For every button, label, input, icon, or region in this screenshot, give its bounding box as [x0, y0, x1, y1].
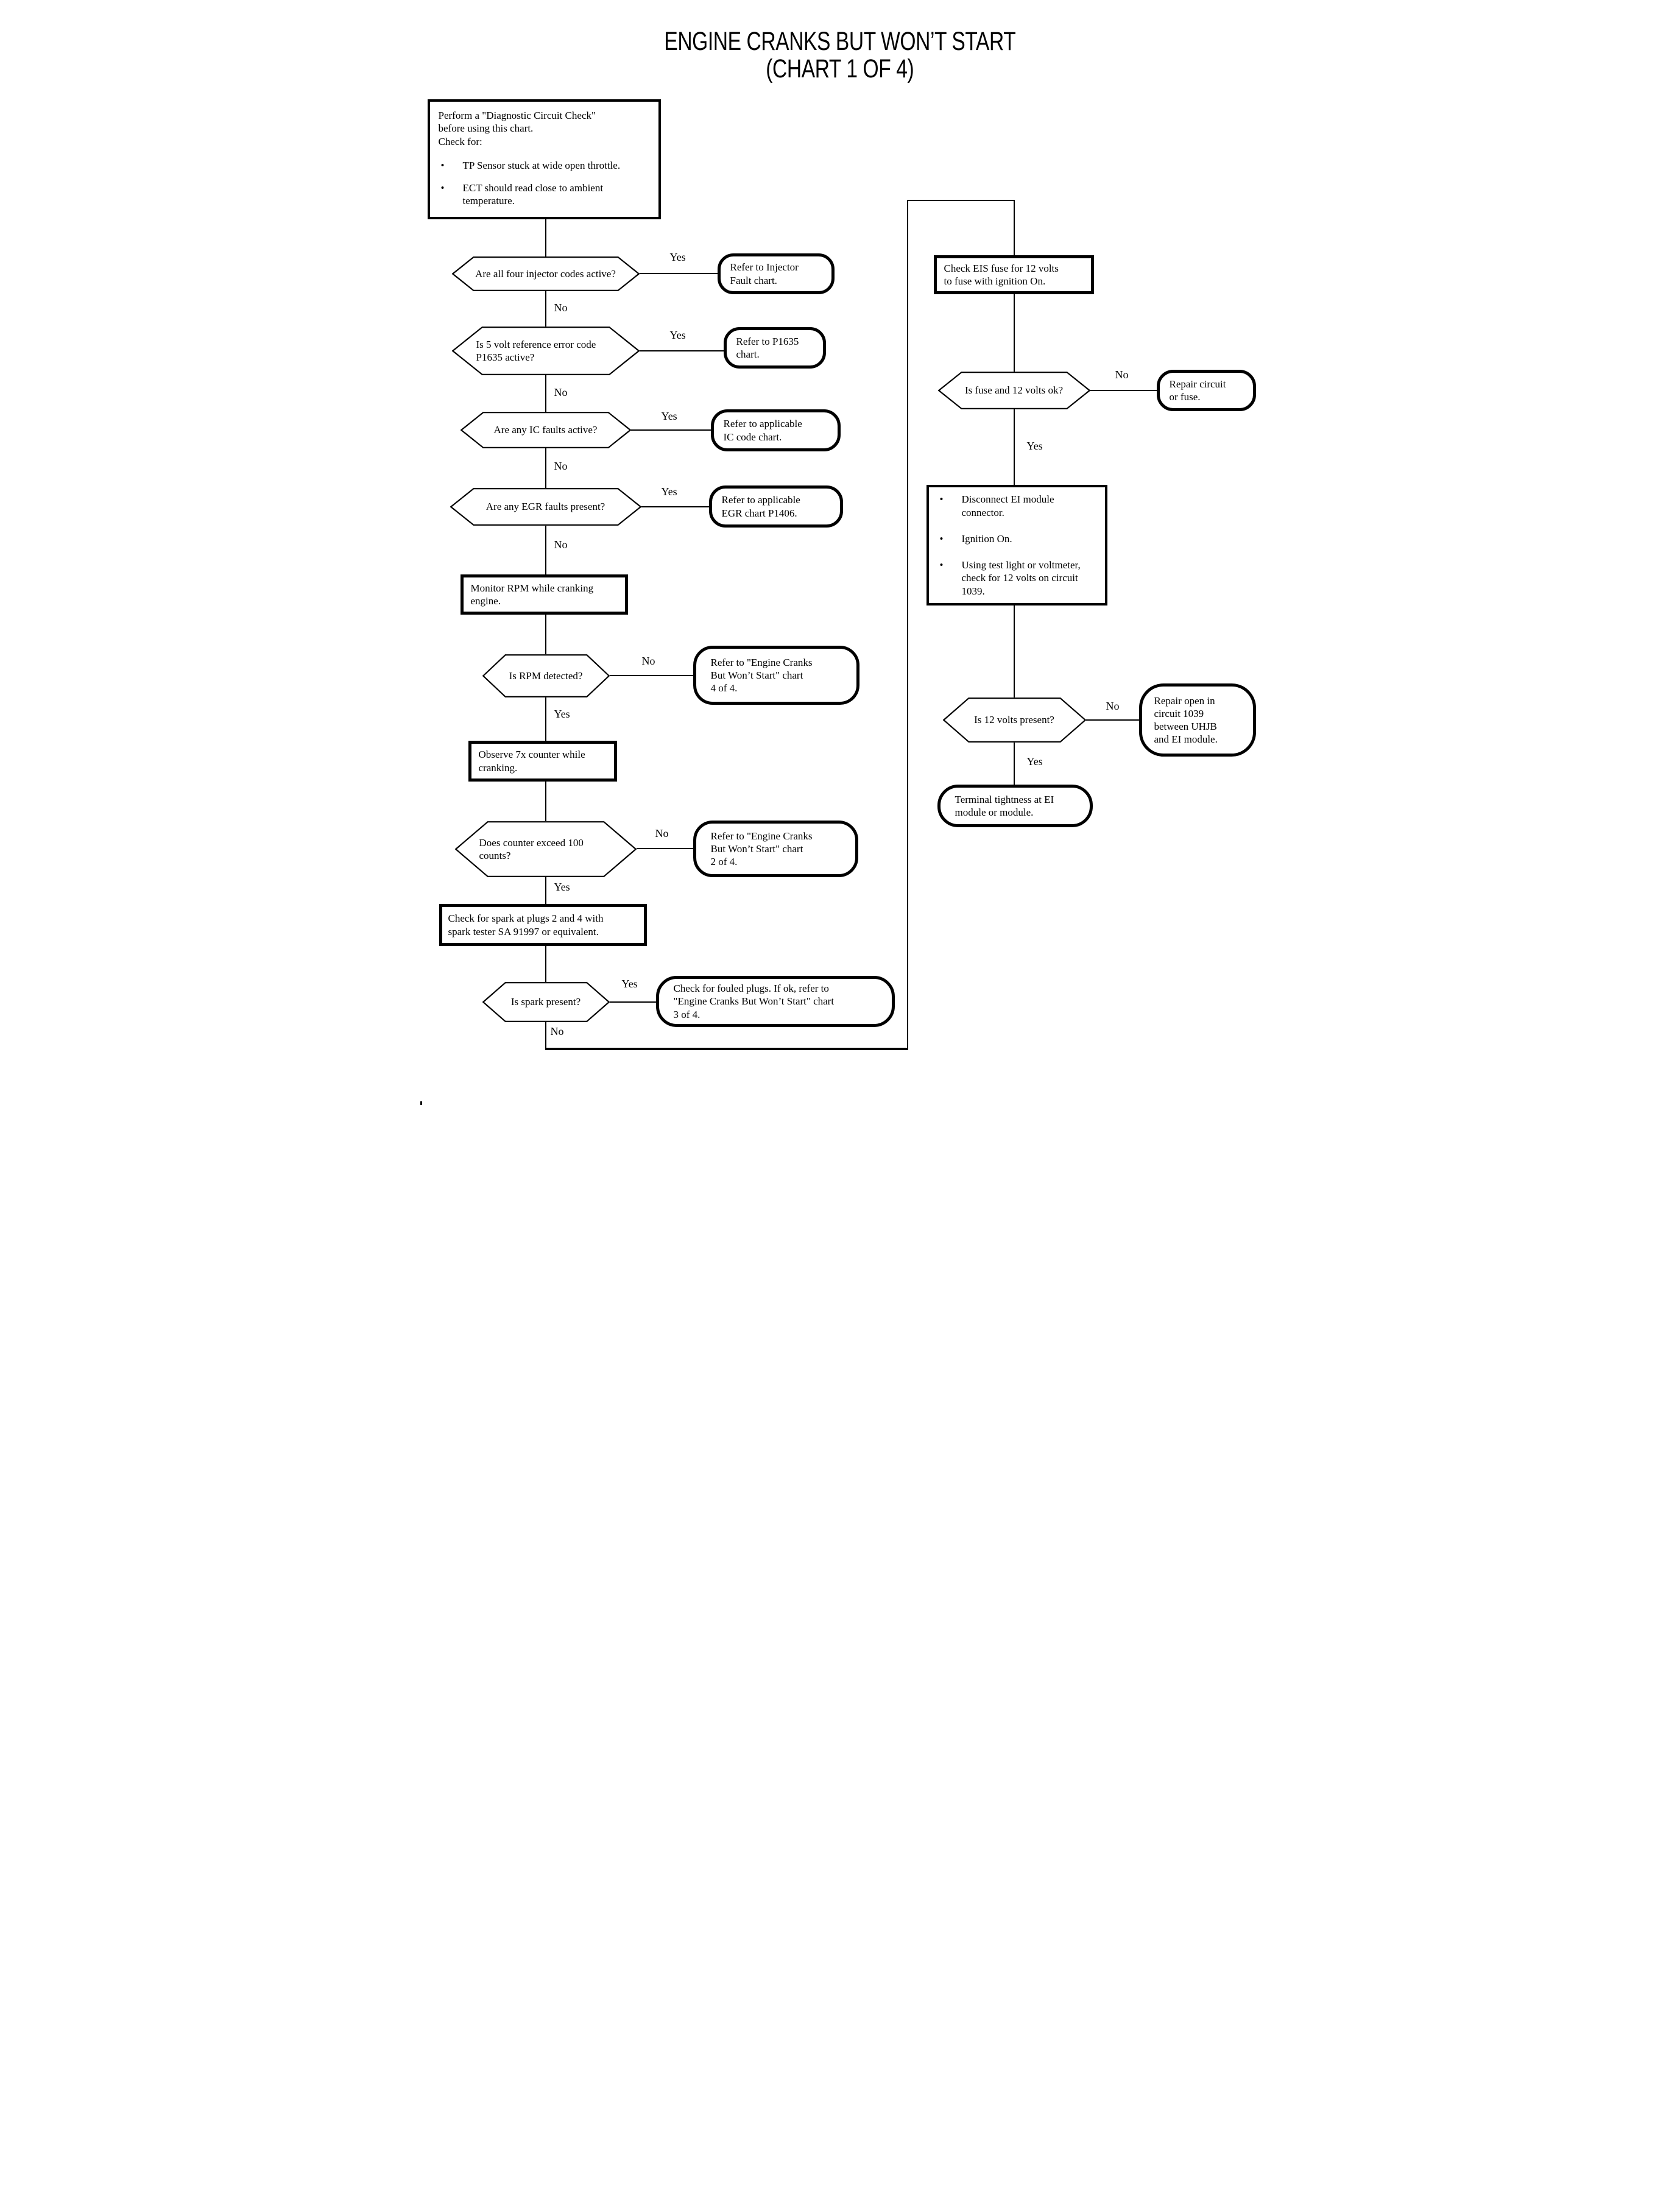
step-ei-module-checks: • Disconnect EI module connector. • Igni… [926, 485, 1107, 605]
action-refer-chart-4of4: Refer to "Engine Cranks But Won’t Start"… [693, 646, 859, 705]
connector-top-to-eis [1013, 200, 1015, 255]
connector-qfuse-no [1090, 390, 1157, 391]
precheck-bullet-tp-sensor: • TP Sensor stuck at wide open throttle. [439, 159, 621, 172]
connector-loop-vertical [906, 200, 908, 1050]
step-check-eis-fuse: Check EIS fuse for 12 volts to fuse with… [933, 255, 1094, 294]
connector-q6-to-spark [545, 877, 546, 904]
connector-q5-to-observe [545, 697, 546, 741]
bullet-icon: • [939, 532, 944, 545]
flowchart-page: ENGINE CRANKS BUT WON’T START (CHART 1 O… [420, 0, 1260, 1105]
label-q12v-yes: Yes [1026, 755, 1043, 768]
connector-q2-to-q3 [545, 375, 546, 412]
precheck-instructions-box: Perform a "Diagnostic Circuit Check" bef… [427, 99, 661, 219]
connector-loop-top [906, 200, 1015, 201]
action-refer-egr-p1406: Refer to applicable EGR chart P1406. [708, 485, 843, 528]
label-q1-yes: Yes [669, 251, 686, 263]
decision-12v-present: Is 12 volts present? [942, 697, 1086, 743]
label-q7-yes: Yes [621, 978, 638, 990]
label-q5-yes: Yes [554, 708, 570, 720]
connector-eis-to-qfuse [1013, 294, 1015, 372]
bullet-icon: • [939, 559, 944, 571]
connector-q3-yes [630, 429, 711, 431]
label-q6-no: No [655, 827, 669, 839]
step-observe-7x-counter: Observe 7x counter while cranking. [468, 741, 617, 782]
decision-injector-codes: Are all four injector codes active? [451, 256, 640, 291]
label-q3-no: No [554, 460, 568, 472]
label-q2-no: No [554, 386, 568, 398]
bullet-icon: • [939, 493, 944, 506]
label-q3-yes: Yes [661, 410, 677, 422]
decision-ic-faults: Are any IC faults active? [460, 412, 631, 448]
connector-eichecks-to-q12v [1013, 605, 1015, 697]
ei-bullet-test-light: • Using test light or voltmeter, check f… [937, 559, 1081, 598]
label-q1-no: No [554, 302, 568, 314]
scan-artifact [420, 1101, 422, 1105]
label-qfuse-yes: Yes [1026, 440, 1043, 452]
bullet-icon: • [440, 182, 445, 194]
chart-title-line1: ENGINE CRANKS BUT WON’T START [664, 27, 1016, 56]
connector-q6-no [636, 848, 693, 849]
action-repair-circuit-or-fuse: Repair circuit or fuse. [1156, 370, 1256, 411]
label-q4-yes: Yes [661, 485, 677, 498]
connector-q2-yes [639, 350, 724, 351]
bullet-icon: • [440, 159, 445, 171]
connector-q1-yes [639, 273, 718, 274]
action-terminal-tightness: Terminal tightness at EI module or modul… [937, 785, 1093, 827]
connector-q3-to-q4 [545, 448, 546, 488]
action-refer-ic-code: Refer to applicable IC code chart. [710, 409, 841, 451]
connector-q4-yes [641, 506, 709, 507]
connector-spark-to-q7 [545, 946, 546, 982]
label-q5-no: No [641, 655, 655, 667]
precheck-bullet-ect: • ECT should read close to ambient tempe… [439, 182, 621, 208]
connector-q4-to-monitor [545, 526, 546, 574]
action-refer-chart-2of4: Refer to "Engine Cranks But Won’t Start"… [693, 821, 858, 877]
label-q7-no: No [550, 1025, 564, 1037]
action-check-fouled-plugs: Check for fouled plugs. If ok, refer to … [655, 976, 895, 1027]
precheck-intro-text: Perform a "Diagnostic Circuit Check" bef… [438, 110, 596, 147]
connector-q5-no [609, 675, 693, 676]
action-refer-p1635: Refer to P1635 chart. [723, 327, 826, 369]
connector-q12v-to-terminal [1013, 743, 1015, 785]
connector-q12v-no [1085, 719, 1139, 721]
decision-counter-100: Does counter exceed 100 counts? [454, 821, 637, 877]
connector-q1-to-q2 [545, 291, 546, 327]
decision-rpm-detected: Is RPM detected? [482, 654, 610, 697]
connector-monitor-to-q5 [545, 615, 546, 654]
connector-q7-yes [609, 1001, 656, 1003]
label-q6-yes: Yes [554, 881, 570, 893]
label-q2-yes: Yes [669, 329, 686, 341]
connector-qfuse-to-eichecks [1013, 409, 1015, 485]
ei-bullet-ignition: • Ignition On. [937, 532, 1081, 545]
connector-instr-to-q1 [545, 219, 546, 257]
connector-observe-to-q6 [545, 782, 546, 821]
label-q12v-no: No [1106, 700, 1120, 712]
chart-title: ENGINE CRANKS BUT WON’T START (CHART 1 O… [420, 28, 1260, 82]
action-repair-open-1039: Repair open in circuit 1039 between UHJB… [1138, 683, 1256, 757]
connector-bottom-feedback [545, 1048, 908, 1050]
label-qfuse-no: No [1115, 369, 1129, 381]
connector-q7-down [545, 1022, 546, 1050]
step-monitor-rpm: Monitor RPM while cranking engine. [460, 574, 628, 615]
ei-bullet-disconnect: • Disconnect EI module connector. [937, 493, 1081, 519]
action-refer-injector-fault: Refer to Injector Fault chart. [717, 253, 835, 294]
decision-spark-present: Is spark present? [482, 982, 610, 1022]
step-check-spark: Check for spark at plugs 2 and 4 with sp… [439, 904, 647, 946]
decision-egr-faults: Are any EGR faults present? [450, 488, 641, 526]
chart-title-line2: (CHART 1 OF 4) [766, 54, 914, 83]
decision-p1635: Is 5 volt reference error code P1635 act… [451, 327, 640, 375]
decision-fuse-12v-ok: Is fuse and 12 volts ok? [937, 372, 1090, 409]
label-q4-no: No [554, 538, 568, 551]
